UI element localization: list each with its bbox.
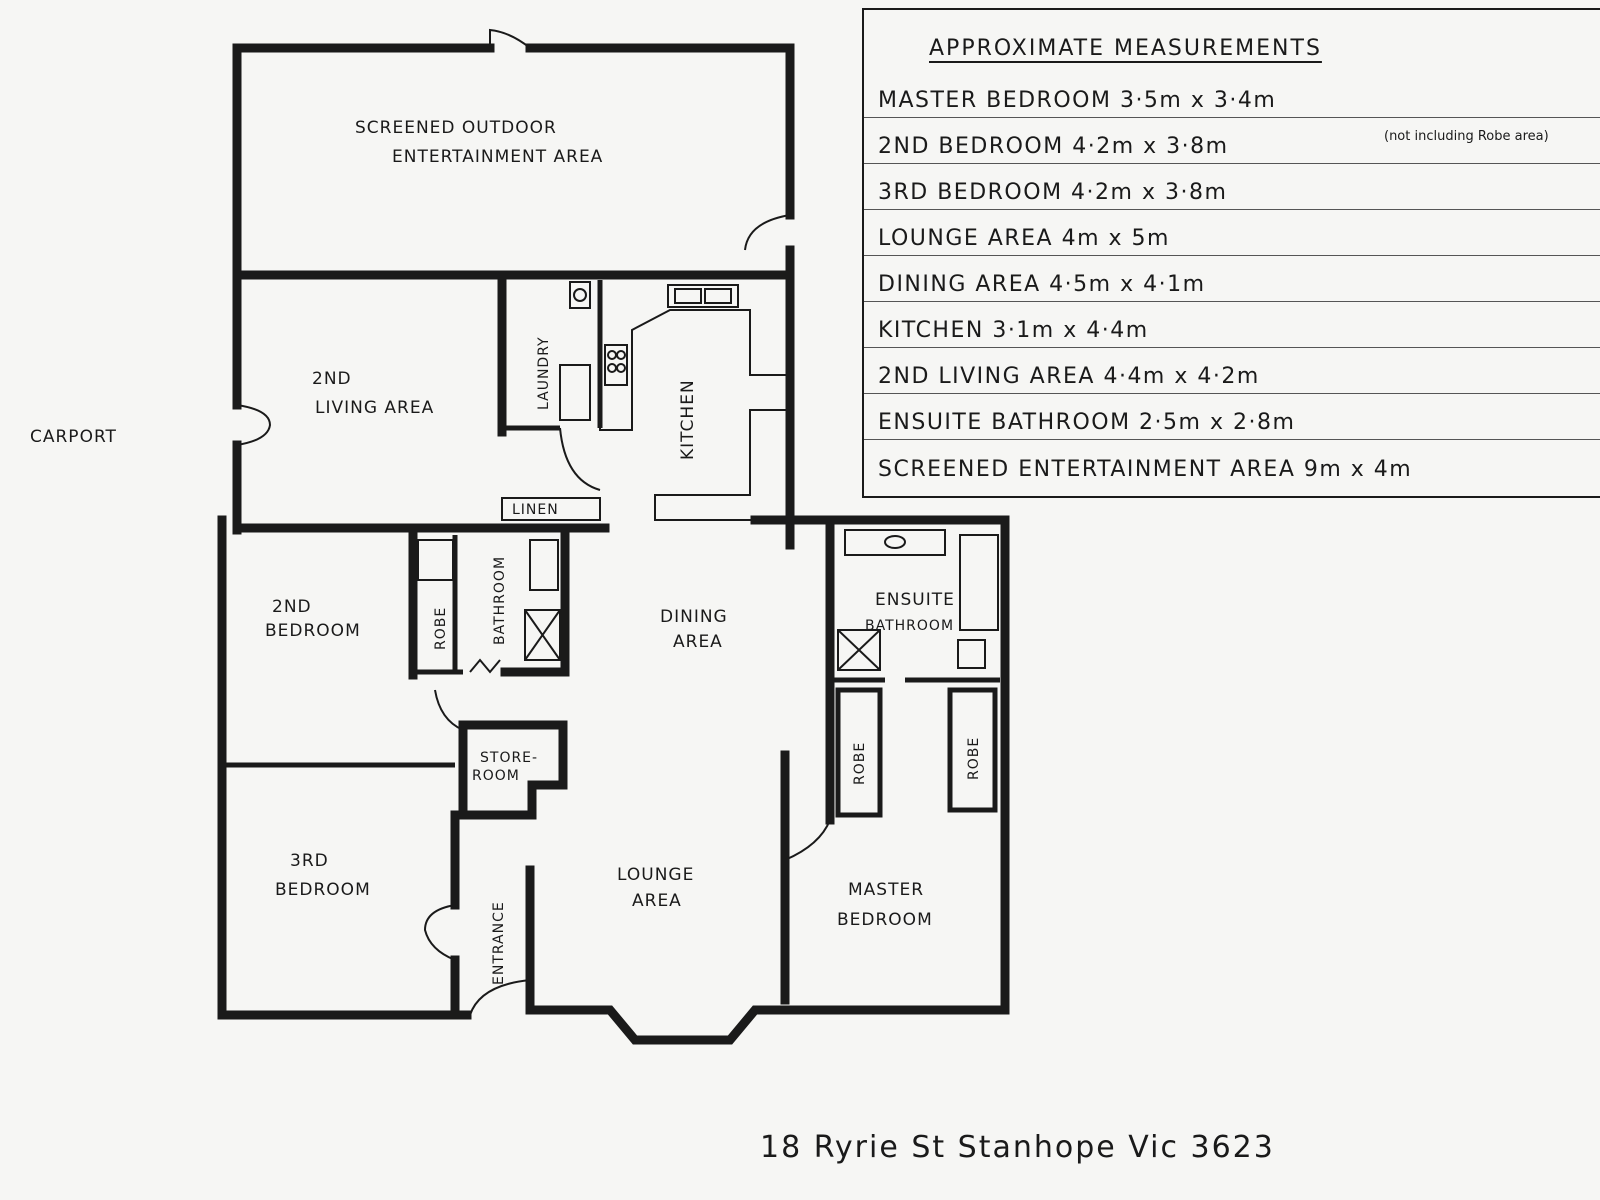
ensuite-label-line-1: ENSUITE [875, 590, 955, 610]
measurement-row: 3RD BEDROOM 4·2m x 3·8m [864, 164, 1600, 210]
lounge-label-line-1: LOUNGE [617, 865, 694, 885]
carport-label: CARPORT [30, 427, 117, 447]
linen-label: LINEN [512, 502, 559, 518]
interior-walls [222, 270, 1000, 1020]
master-label-line-2: BEDROOM [837, 910, 933, 930]
lounge-label-line-2: AREA [632, 891, 682, 911]
bed2-label-line-1: 2ND [272, 597, 312, 617]
dining-label-line-2: AREA [673, 632, 723, 652]
measurement-text: KITCHEN 3·1m x 4·4m [878, 318, 1149, 343]
measurements-title: APPROXIMATE MEASUREMENTS [929, 36, 1322, 61]
storeroom-label-line-2: ROOM [472, 768, 520, 784]
robe-label-master-left: ROBE [852, 742, 868, 785]
measurement-text: 2ND BEDROOM 4·2m x 3·8m [878, 134, 1229, 159]
measurement-text: SCREENED ENTERTAINMENT AREA 9m x 4m [878, 457, 1413, 482]
measurement-text: 2ND LIVING AREA 4·4m x 4·2m [878, 364, 1260, 389]
laundry-label: LAUNDRY [536, 336, 552, 410]
measurement-text: MASTER BEDROOM 3·5m x 3·4m [878, 88, 1277, 113]
room-labels: SCREENED OUTDOOR ENTERTAINMENT AREA 2ND … [30, 118, 982, 985]
measurement-text: LOUNGE AREA 4m x 5m [878, 226, 1170, 251]
outdoor-label-line-1: SCREENED OUTDOOR [355, 118, 557, 138]
master-label-line-1: MASTER [848, 880, 924, 900]
measurement-row: KITCHEN 3·1m x 4·4m [864, 302, 1600, 348]
living-label-line-1: 2ND [312, 369, 352, 389]
measurement-row: 2ND BEDROOM 4·2m x 3·8m [864, 118, 1600, 164]
outdoor-label-line-2: ENTERTAINMENT AREA [392, 147, 603, 167]
dining-label-line-1: DINING [660, 607, 728, 627]
robe-label-bed2: ROBE [433, 607, 449, 650]
property-address: 18 Ryrie St Stanhope Vic 3623 [760, 1130, 1275, 1165]
fixtures [417, 281, 739, 661]
measurement-row: LOUNGE AREA 4m x 5m [864, 210, 1600, 256]
bathroom-label: BATHROOM [492, 556, 508, 645]
measurements-table: APPROXIMATE MEASUREMENTS MASTER BEDROOM … [862, 8, 1600, 498]
measurement-row: ENSUITE BATHROOM 2·5m x 2·8m [864, 394, 1600, 440]
robe-label-master-right: ROBE [966, 737, 982, 780]
entrance-label: ENTRANCE [491, 901, 507, 985]
storeroom-label-line-1: STORE- [480, 750, 538, 766]
measurement-row: 2ND LIVING AREA 4·4m x 4·2m [864, 348, 1600, 394]
measurement-text: 3RD BEDROOM 4·2m x 3·8m [878, 180, 1228, 205]
living-label-line-2: LIVING AREA [315, 398, 434, 418]
bed3-label-line-2: BEDROOM [275, 880, 371, 900]
bed2-label-line-2: BEDROOM [265, 621, 361, 641]
bed3-label-line-1: 3RD [290, 851, 329, 871]
ensuite-label-line-2: BATHROOM [865, 618, 954, 634]
measurement-text: ENSUITE BATHROOM 2·5m x 2·8m [878, 410, 1296, 435]
kitchen-label: KITCHEN [678, 379, 698, 460]
measurement-row: DINING AREA 4·5m x 4·1m [864, 256, 1600, 302]
measurement-row: MASTER BEDROOM 3·5m x 3·4m (not includin… [864, 72, 1600, 144]
measurement-row: SCREENED ENTERTAINMENT AREA 9m x 4m [864, 440, 1600, 486]
measurement-text: DINING AREA 4·5m x 4·1m [878, 272, 1206, 297]
measurement-note: (not including Robe area) [1384, 129, 1549, 144]
